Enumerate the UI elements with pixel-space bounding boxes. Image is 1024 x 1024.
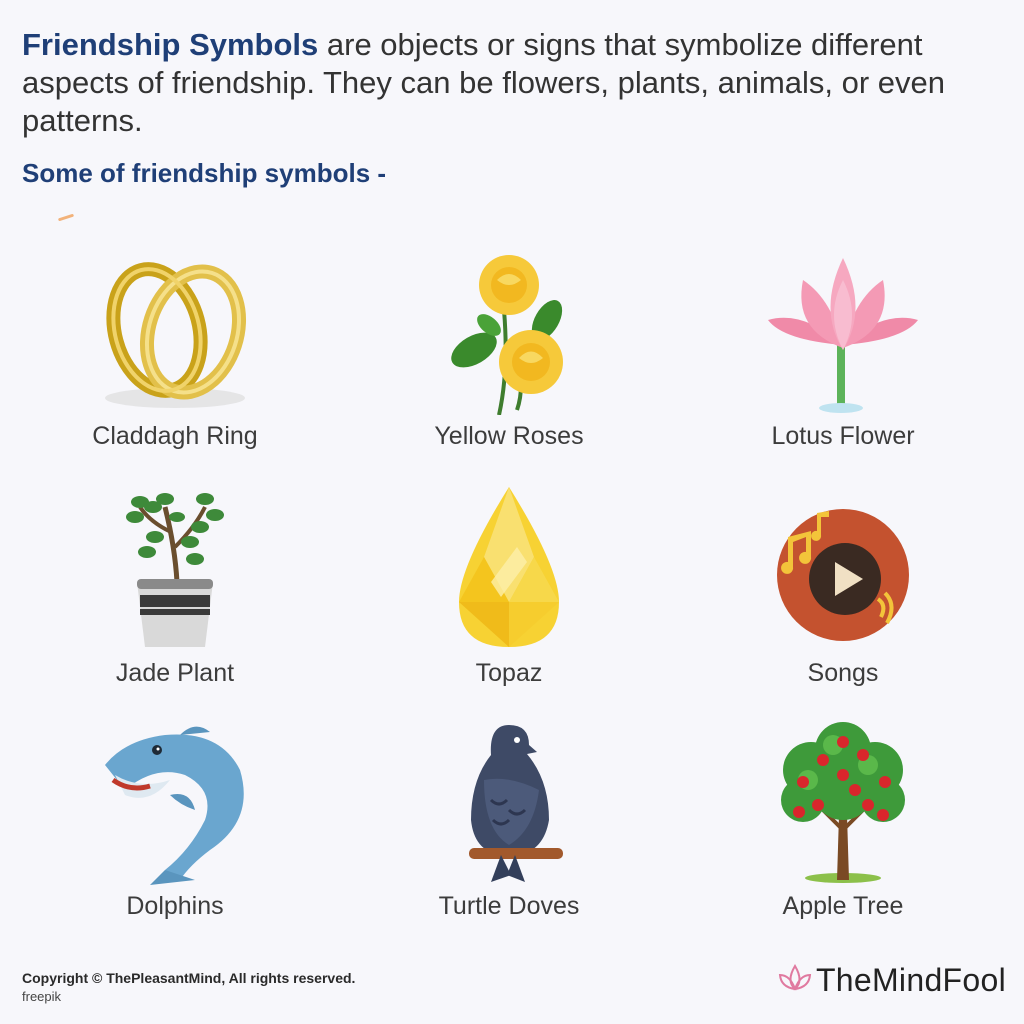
- symbol-label: Jade Plant: [115, 659, 235, 687]
- copyright-notice: Copyright © ThePleasantMind, All rights …: [22, 970, 356, 986]
- intro-highlight: Friendship Symbols: [22, 27, 319, 62]
- symbol-label: Turtle Doves: [438, 892, 580, 920]
- symbol-dolphins: Dolphins: [10, 720, 340, 950]
- decorative-stroke: [57, 213, 75, 222]
- subheading: Some of friendship symbols -: [22, 158, 387, 188]
- symbol-yellow-roses: Yellow Roses: [344, 250, 674, 480]
- symbol-claddagh-ring: Claddagh Ring: [10, 250, 340, 480]
- brand-logo: TheMindFool: [778, 962, 1006, 999]
- symbol-label: Apple Tree: [782, 892, 904, 920]
- symbol-apple-tree: Apple Tree: [678, 720, 1008, 950]
- symbol-lotus-flower: Lotus Flower: [678, 250, 1008, 480]
- symbol-turtle-doves: Turtle Doves: [344, 720, 674, 950]
- dove-icon: [429, 720, 589, 885]
- symbol-songs: Songs: [678, 487, 1008, 717]
- intro-text: are objects or signs that symbolize diff…: [22, 27, 946, 138]
- symbol-jade-plant: Jade Plant: [10, 487, 340, 717]
- symbol-label: Claddagh Ring: [92, 422, 258, 450]
- lotus-logo-icon: [778, 963, 812, 998]
- jade-plant-icon: [95, 487, 255, 652]
- dolphin-icon: [95, 720, 255, 885]
- intro-paragraph: Friendship Symbols are objects or signs …: [22, 26, 1002, 140]
- symbol-label: Songs: [807, 659, 879, 687]
- brand-name: TheMindFool: [815, 962, 1006, 998]
- symbol-label: Topaz: [475, 659, 543, 687]
- symbol-label: Yellow Roses: [434, 422, 584, 450]
- music-play-icon: [763, 487, 923, 652]
- symbol-label: Lotus Flower: [771, 422, 915, 450]
- gold-rings-icon: [95, 250, 255, 415]
- yellow-roses-icon: [429, 250, 589, 416]
- image-source: freepik: [22, 989, 62, 1004]
- apple-tree-icon: [763, 720, 923, 885]
- lotus-icon: [763, 250, 923, 415]
- symbol-topaz: Topaz: [344, 487, 674, 717]
- symbol-label: Dolphins: [126, 892, 224, 920]
- topaz-gem-icon: [429, 487, 589, 652]
